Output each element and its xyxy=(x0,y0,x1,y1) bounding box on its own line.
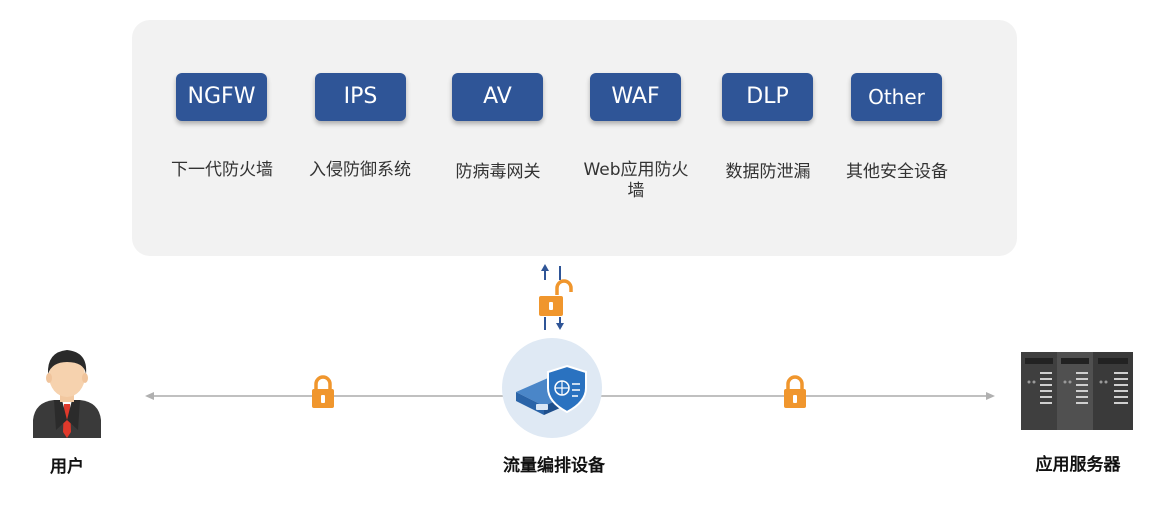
av-button[interactable]: AV xyxy=(452,73,543,121)
waf-description: Web应用防火墙 xyxy=(583,160,689,201)
padlock-icon-left xyxy=(312,375,334,408)
arrowhead-left xyxy=(145,392,154,400)
unlocked-padlock-icon xyxy=(539,279,573,316)
traffic-broker-shield-icon xyxy=(502,338,602,438)
other-button[interactable]: Other xyxy=(851,73,942,121)
user-label: 用户 xyxy=(50,457,84,477)
dlp-button[interactable]: DLP xyxy=(722,73,813,121)
server-rack-icon xyxy=(1021,352,1133,430)
broker-label: 流量编排设备 xyxy=(503,456,605,476)
ngfw-description: 下一代防火墙 xyxy=(171,160,273,180)
ips-button[interactable]: IPS xyxy=(315,73,406,121)
ngfw-button[interactable]: NGFW xyxy=(176,73,267,121)
arrowhead-right xyxy=(986,392,995,400)
ips-description: 入侵防御系统 xyxy=(309,160,411,180)
server-label: 应用服务器 xyxy=(1035,455,1121,475)
other-description: 其他安全设备 xyxy=(846,162,948,182)
security-device-pool xyxy=(132,20,1017,256)
user-avatar-icon xyxy=(33,350,101,438)
av-description: 防病毒网关 xyxy=(455,162,541,182)
dlp-description: 数据防泄漏 xyxy=(725,162,811,182)
padlock-icon-right xyxy=(784,375,806,408)
up-down-arrows-icon xyxy=(541,264,564,330)
waf-button[interactable]: WAF xyxy=(590,73,681,121)
